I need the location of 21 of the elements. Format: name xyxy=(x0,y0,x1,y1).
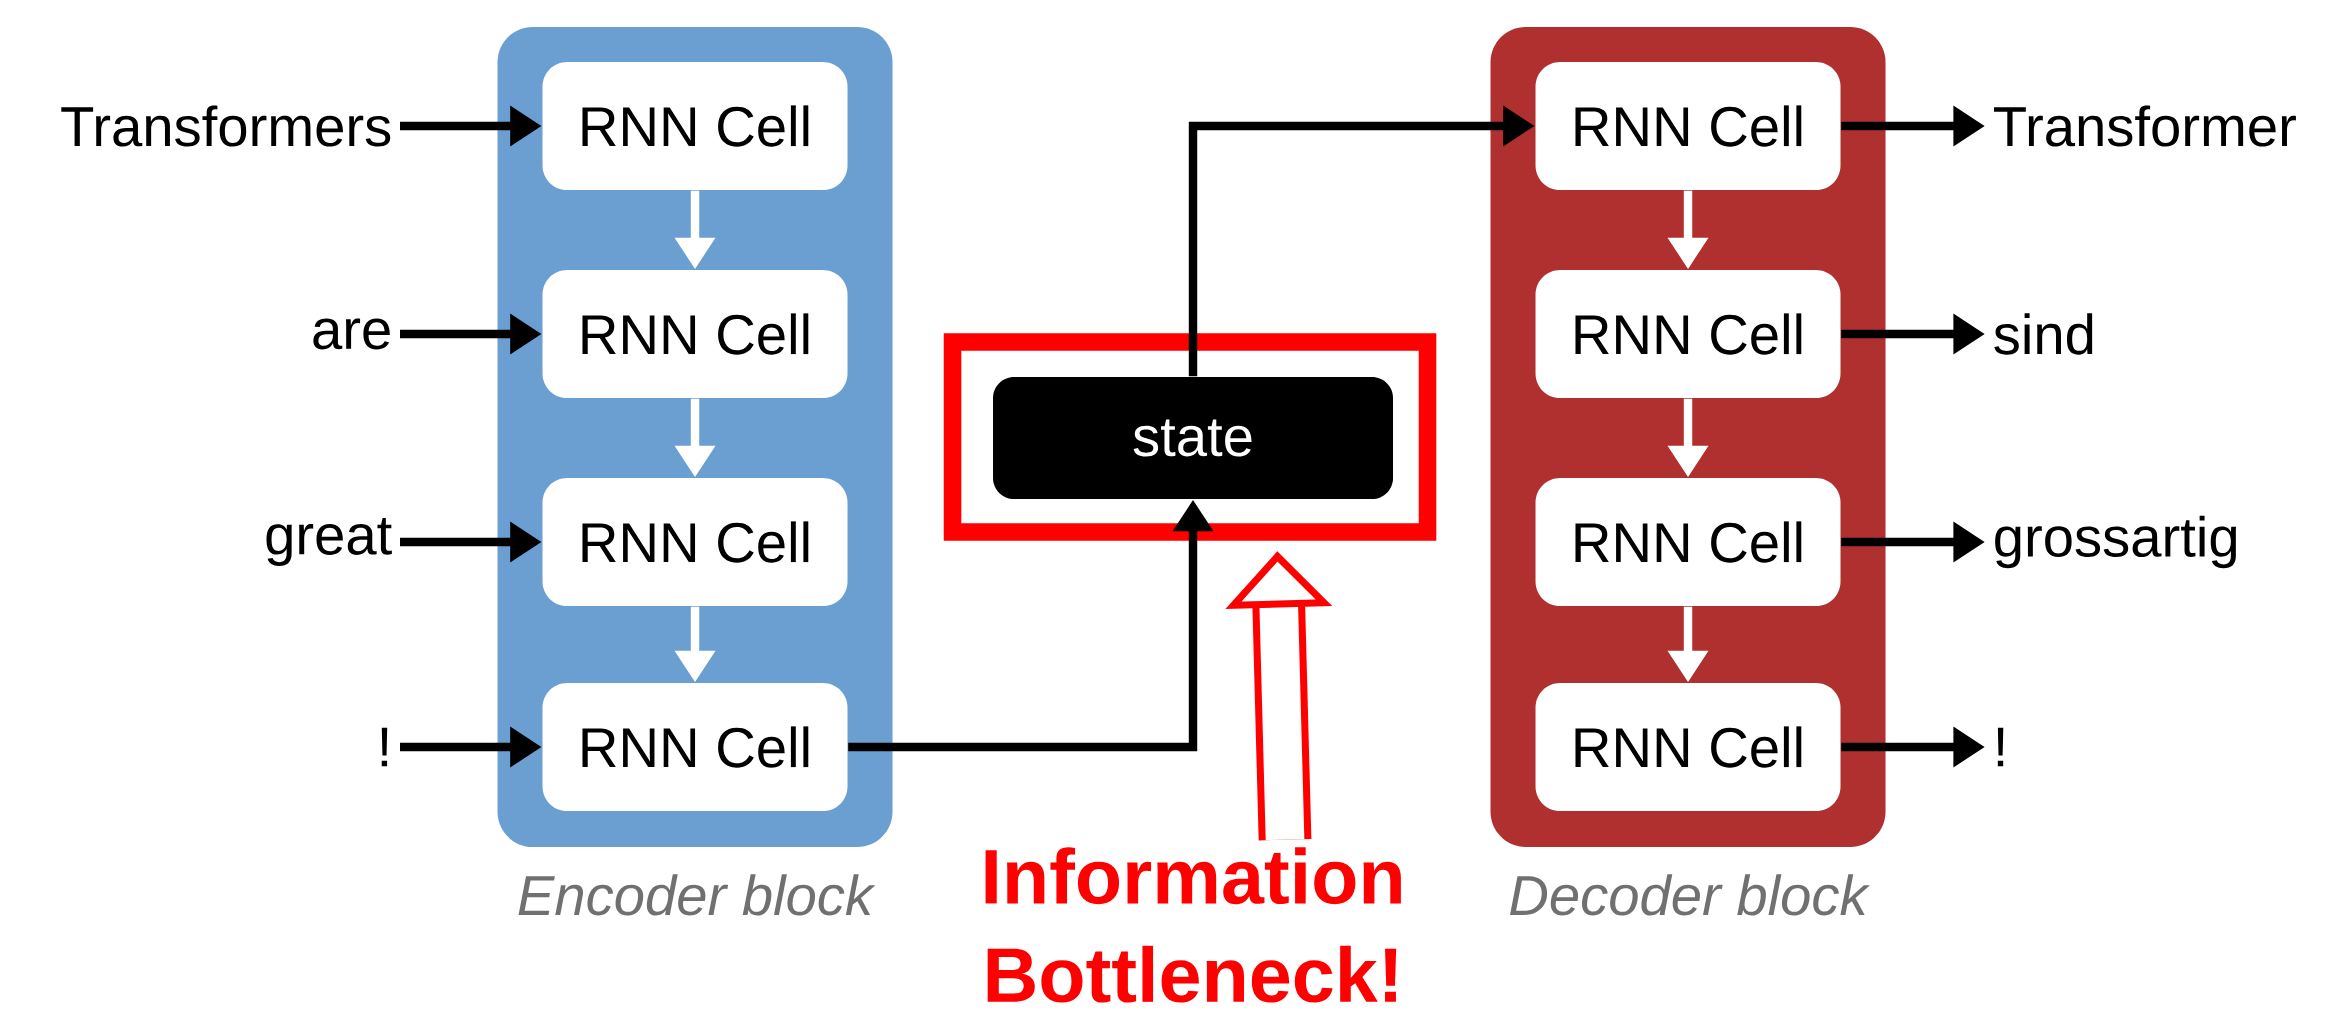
word-label: ! xyxy=(381,727,388,767)
rnn-cell-box: RNN Cell xyxy=(1535,62,1841,190)
rnn-cell-box: RNN Cell xyxy=(1535,270,1841,398)
word-label: are xyxy=(313,318,390,350)
word-label: ! xyxy=(1997,727,2004,767)
rnn-cell-box: RNN Cell xyxy=(542,270,848,398)
rnn-cell-box: RNN Cell xyxy=(1535,478,1841,606)
rnn-cell-box: RNN Cell xyxy=(542,478,848,606)
annotation-text: Information Bottleneck! xyxy=(985,847,1401,1003)
node-label: Decoder block xyxy=(1510,874,1870,916)
word-label: Transformers xyxy=(61,105,391,147)
node-label: Encoder block xyxy=(518,874,876,916)
word-label: great xyxy=(266,518,392,566)
rnn-cell-box: RNN Cell xyxy=(1535,683,1841,811)
state-box: state xyxy=(993,377,1393,499)
highlight-frame xyxy=(943,333,1437,541)
rnn-cell-box: RNN Cell xyxy=(542,62,848,190)
word-label: sind xyxy=(1994,313,2093,355)
word-label: grossartig xyxy=(1995,515,2236,569)
rnn-cell-box: RNN Cell xyxy=(542,683,848,811)
word-label: Transformer xyxy=(1994,105,2296,147)
